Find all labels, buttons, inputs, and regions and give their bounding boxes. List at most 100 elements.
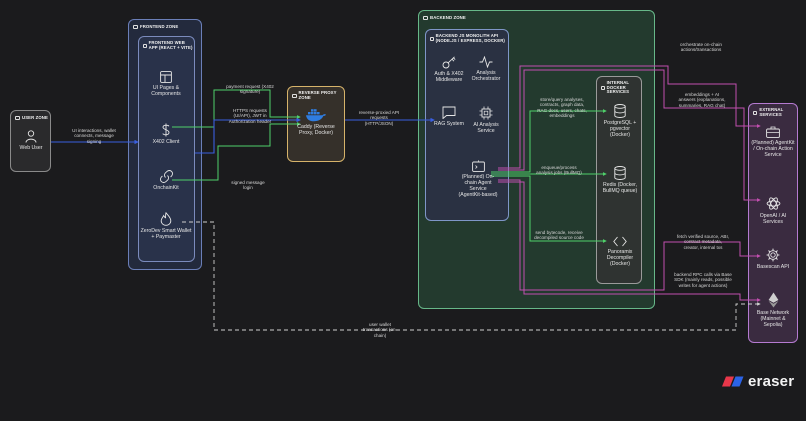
person-icon (25, 130, 37, 143)
key-icon (442, 56, 456, 69)
backend-api-title: BACKEND JS MONOLITH API (NODE.JS / EXPRE… (435, 33, 505, 43)
zone-icon (292, 93, 297, 98)
basescan-node[interactable]: Basescan API (752, 248, 794, 270)
label-bytecode: send bytecode, receive decompiled source… (534, 230, 584, 241)
onchain-agent-label: (Planned) On-chain Agent Service (AgentK… (458, 174, 498, 198)
ethereum-icon (768, 292, 778, 308)
edge-fetch-verified (498, 179, 761, 291)
auth-node[interactable]: Auth & X402 Middleware (431, 56, 467, 83)
web-user-node[interactable]: Web User (13, 130, 49, 151)
eraser-logo: eraser (722, 373, 794, 390)
backend-api-zone: BACKEND JS MONOLITH API (NODE.JS / EXPRE… (425, 29, 509, 221)
gear-icon (766, 248, 780, 262)
agentkit-label: (Planned) AgentKit / On-chain Action Ser… (751, 140, 795, 158)
openai-node[interactable]: OpenAI / AI Services (752, 196, 794, 225)
edge-https-requests (195, 117, 301, 154)
label-backend-rpc: backend RPC calls via Base SDK (mainly r… (674, 272, 732, 288)
auth-label: Auth & X402 Middleware (434, 71, 464, 83)
user-zone: USER ZONE (10, 110, 51, 172)
frontend-app-zone: FRONTEND WEB APP (REACT + VITE) (138, 36, 195, 262)
zone-icon (15, 115, 20, 120)
external-zone-title: EXTERNAL SERVICES (759, 107, 784, 117)
postgres-label: PostgreSQL + pgvector (Docker) (603, 120, 637, 138)
zone-icon (753, 110, 758, 115)
label-embeddings: embeddings + AI answers (explanations, s… (678, 92, 726, 108)
user-zone-title: USER ZONE (22, 115, 48, 120)
flame-icon (160, 212, 172, 226)
brand-wordmark: eraser (748, 373, 795, 390)
label-reverse-proxied: reverse-proxied API requests (HTTP/JSON) (358, 110, 400, 126)
label-enqueue: enqueue/process analysis jobs (BullMQ) (536, 165, 582, 176)
openai-label: OpenAI / AI Services (759, 213, 787, 225)
frontend-app-title: FRONTEND WEB APP (REACT + VITE) (148, 40, 193, 50)
rag-node[interactable]: RAG System (431, 106, 467, 127)
zone-icon (143, 43, 147, 48)
x402-client-node[interactable]: X402 Client (140, 123, 192, 145)
edge-user-wallet (182, 221, 761, 331)
redis-label: Redis (Docker, BullMQ queue) (602, 182, 638, 194)
label-payment-request: payment request (X402 signature) (226, 84, 274, 95)
eraser-mark-icon (722, 376, 744, 387)
chat-icon (442, 106, 456, 119)
ai-analysis-node[interactable]: AI Analysis Service (468, 106, 504, 134)
link-icon (159, 170, 173, 183)
backend-zone-title: BACKEND ZONE (430, 15, 466, 20)
label-store-query: store/query analyses, contracts, graph d… (537, 97, 587, 118)
frontend-zone-title: FRONTEND ZONE (140, 24, 179, 29)
activity-icon (479, 56, 493, 68)
briefcase-icon (766, 126, 780, 138)
rag-label: RAG System (434, 121, 464, 127)
agentkit-node[interactable]: (Planned) AgentKit / On-chain Action Ser… (750, 126, 796, 158)
edge-backend-rpc (498, 181, 761, 302)
analysis-label: Analysis Orchestrator (471, 70, 501, 82)
zone-icon (601, 85, 605, 90)
label-user-wallet: user wallet transactions (on-chain) (362, 322, 398, 338)
edge-embeddings (498, 69, 761, 202)
x402-client-label: X402 Client (152, 139, 180, 145)
ui-pages-node[interactable]: UI Pages & Components (140, 71, 192, 97)
caddy-node[interactable]: Caddy (Reverse Proxy, Docker) (294, 108, 338, 136)
base-network-label: Base Network (Mainnet & Sepolia) (756, 310, 790, 328)
edge-bytecode (491, 175, 607, 243)
zone-icon (430, 36, 434, 41)
docker-zone-title: INTERNAL DOCKER SERVICES (606, 80, 630, 95)
onchainkit-label: OnchainKit (153, 185, 179, 191)
label-ui-interactions: UI interactions, wallet connects, messag… (72, 128, 116, 144)
base-network-node[interactable]: Base Network (Mainnet & Sepolia) (752, 292, 794, 328)
ui-pages-label: UI Pages & Components (151, 85, 181, 97)
postgres-node[interactable]: PostgreSQL + pgvector (Docker) (600, 104, 640, 138)
edge-payment-request (172, 89, 301, 128)
external-zone: EXTERNAL SERVICES (748, 103, 798, 343)
onchainkit-node[interactable]: OnchainKit (140, 170, 192, 191)
chip-icon (479, 106, 493, 120)
docker-whale-icon (306, 109, 326, 122)
label-https-requests: HTTPS requests (UI/API), JWT in Authoriz… (228, 108, 272, 124)
zerodev-node[interactable]: ZeroDev Smart Wallet + Paymaster (140, 212, 192, 240)
onchain-agent-node[interactable]: (Planned) On-chain Agent Service (AgentK… (458, 160, 498, 198)
proxy-zone-title: REVERSE PROXY ZONE (298, 90, 337, 100)
basescan-label: Basescan API (756, 264, 790, 270)
edge-store-query (491, 109, 607, 173)
database-icon (614, 166, 626, 180)
dollar-icon (162, 123, 170, 137)
web-user-label: Web User (19, 145, 43, 151)
edge-signed-message (172, 122, 301, 181)
ai-analysis-label: AI Analysis Service (473, 122, 499, 134)
redis-node[interactable]: Redis (Docker, BullMQ queue) (600, 166, 640, 194)
edge-orchestrate (498, 65, 761, 169)
code-icon (613, 236, 627, 247)
label-fetch-verified: fetch verified source, ABI, contract met… (676, 234, 730, 250)
terminal-icon (471, 160, 485, 172)
analysis-node[interactable]: Analysis Orchestrator (468, 56, 504, 82)
panoramix-label: Panoramix Decompiler (Docker) (606, 249, 634, 267)
database-icon (614, 104, 626, 118)
zone-icon (133, 24, 138, 29)
openai-icon (766, 197, 780, 210)
label-orchestrate: orchestrate on-chain actions/transaction… (680, 42, 722, 53)
label-signed-message: signed message login (231, 180, 265, 191)
layout-icon (160, 71, 172, 83)
panoramix-node[interactable]: Panoramix Decompiler (Docker) (600, 236, 640, 267)
zone-icon (423, 15, 428, 20)
